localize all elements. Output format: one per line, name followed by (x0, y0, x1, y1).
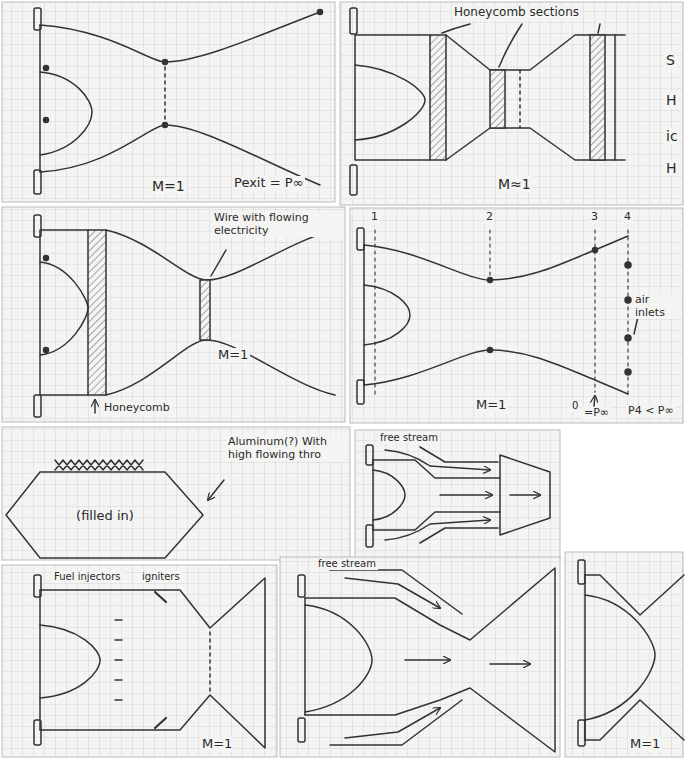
handwritten-label: 1 (369, 211, 380, 224)
handwritten-label: Aluminum(?) With high flowing thro (226, 436, 348, 461)
handwritten-label: P4 < P∞ (626, 405, 676, 418)
handwritten-label: Pexit = P∞ (232, 176, 305, 191)
handwritten-label: M=1 (150, 178, 187, 194)
handwritten-label: 0 (570, 400, 580, 412)
handwritten-label: M=1 (216, 348, 250, 363)
handwritten-label: 2 (484, 211, 495, 224)
handwritten-label: free stream (316, 558, 378, 570)
handwritten-label: ic (664, 128, 680, 144)
handwritten-label: free stream (378, 432, 440, 444)
handwritten-label: M=1 (200, 737, 234, 752)
handwritten-label: H (664, 92, 679, 108)
handwritten-label: =P∞ (582, 407, 611, 420)
hexagon-part: (filled in) (5, 470, 205, 560)
pencil-sketches (34, 8, 684, 752)
handwritten-label: S (664, 52, 677, 68)
handwritten-label: Honeycomb sections (452, 6, 581, 20)
handwritten-label: Fuel injectors (52, 571, 123, 583)
handwritten-label: Honeycomb (102, 402, 172, 415)
handwritten-label: Wire with flowing electricity (212, 212, 344, 237)
handwritten-label: igniters (140, 571, 182, 583)
part-text: (filled in) (76, 508, 134, 523)
handwritten-label: air inlets (633, 294, 681, 319)
handwritten-label: 4 (622, 211, 633, 224)
handwritten-label: M=1 (628, 737, 662, 752)
handwritten-label: M≈1 (496, 176, 533, 192)
handwritten-label: 3 (589, 211, 600, 224)
handwritten-label: M=1 (474, 398, 508, 413)
handwritten-label: H (664, 160, 679, 176)
